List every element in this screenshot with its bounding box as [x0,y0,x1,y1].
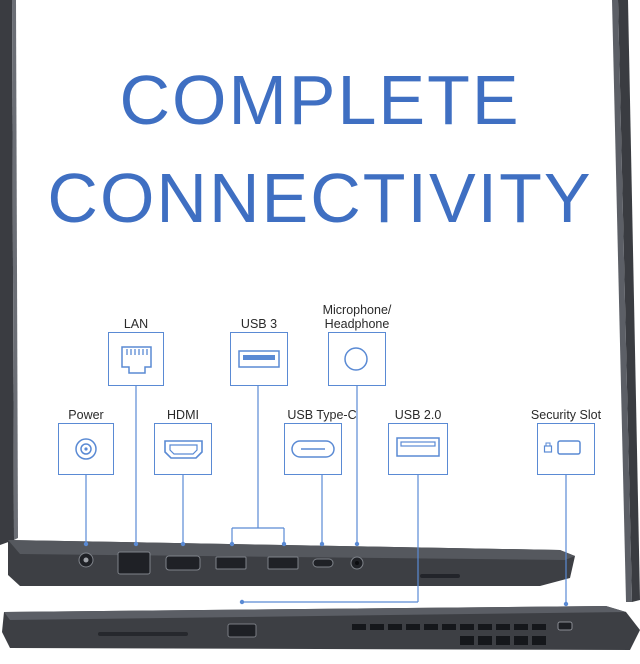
mic-headphone-label-line-1: Microphone/ [322,303,392,317]
usb2-port-icon [388,423,448,475]
screen-right-edge [618,0,640,602]
chassis-usb3-port-1 [215,556,247,570]
chassis-usb3-port-2 [267,556,299,570]
power-port-icon [58,423,114,475]
usb2-label: USB 2.0 [394,408,442,422]
chassis-lan-port [117,551,151,575]
headline-line-2: CONNECTIVITY [47,159,593,237]
security-slot-label: Security Slot [530,408,602,422]
screen-left-edge [0,0,14,545]
mic-headphone-label-line-2: Headphone [324,317,390,331]
rear-security-slot [557,621,573,631]
rear-usb-port [227,623,257,638]
usb3-port-icon [230,332,288,386]
security-slot-icon [537,423,595,475]
connector-lines [85,386,567,604]
usb-type-c-label: USB Type-C [287,408,357,422]
audio-jack-icon [328,332,386,386]
hdmi-port-icon [154,423,212,475]
chassis-usb-c-port [312,558,334,568]
lan-port-icon [108,332,164,386]
usb3-label: USB 3 [240,317,278,331]
usb-c-port-icon [284,423,342,475]
hdmi-label: HDMI [167,408,199,422]
lan-label: LAN [123,317,149,331]
headline-line-1: COMPLETE [119,61,521,139]
chassis-hdmi-port [165,555,201,571]
cooling-vents [352,624,546,645]
power-label: Power [68,408,104,422]
